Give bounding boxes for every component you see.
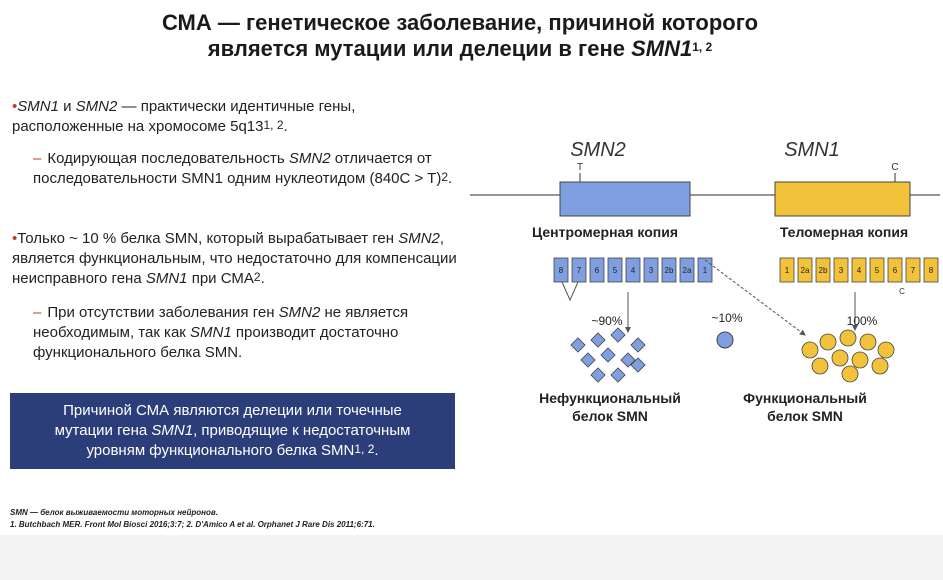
smn1-exon-label: 8 [929,266,934,275]
title-line2: является мутации или делеции в гене SMN1… [207,36,713,61]
smn1-exon-box [851,257,867,283]
smn2-exon-box [625,257,641,283]
nonfunctional-protein-diamond [590,332,606,348]
nonfunctional-protein-diamond [590,367,606,383]
smn2-exon-label: 4 [631,266,636,275]
nonfunctional-protein-diamond [580,352,596,368]
footnote-references: 1. Butchbach MER. Front Mol Biosci 2016;… [10,520,375,529]
title-sup: 1, 2 [692,40,713,54]
slide: СМА — генетическое заболевание, причиной… [10,10,940,529]
functional-protein-circle [851,351,869,369]
smn2-exon-box [661,257,677,283]
functional-protein-circle [841,365,859,383]
smn2-exon-strip: 8 7 6 5 4 3 2b 2a 1 [553,257,713,283]
functional-protein-label-1: Функциональный [743,390,867,406]
smn2-exon-label: 8 [559,266,564,275]
footnote-abbreviation: SMN — белок выживаемости моторных нейрон… [10,508,218,517]
smn2-gene-box [559,181,691,217]
functional-protein-circle [801,341,819,359]
nonfunctional-protein-diamond [600,347,616,363]
smn2-exon-label: 1 [703,266,708,275]
pct-10: ~10% [711,311,742,325]
nonfunctional-protein-diamond [610,367,626,383]
bullet-1: •SMN1 и SMN2 — практически идентичные ге… [12,98,356,135]
smn2-base-t: T [577,162,583,173]
smn2-exon-label: 2a [683,266,692,275]
smn1-gene-box [774,181,911,217]
smn1-exon-box [887,257,903,283]
smn1-exon-box [905,257,921,283]
title-line1: СМА — генетическое заболевание, причиной… [161,10,759,35]
nonfunctional-protein-diamond [610,327,626,343]
conclusion-callout: Причиной СМА являются делеции или точечн… [10,393,455,469]
smn2-exon-box [607,257,623,283]
slide-title: СМА — генетическое заболевание, причиной… [60,10,860,62]
functional-protein-circle [877,341,895,359]
centromeric-copy-label: Центромерная копия [532,224,678,240]
smn2-exon-box [571,257,587,283]
smn1-exon-label: 2a [801,266,810,275]
functional-protein-circle [871,357,889,375]
smn1-exon-box [797,257,813,283]
smn1-exon-box [869,257,885,283]
functional-protein-label-2: белок SMN [767,408,843,424]
nonfunctional-protein-label-1: Нефункциональный [539,390,681,406]
smn1-base-c: C [891,162,898,173]
smn2-exon-label: 2b [665,266,674,275]
smn1-label: SMN1 [784,139,840,161]
smn1-exon-box [815,257,831,283]
smn1-exon-label: 2b [819,266,828,275]
bullet-2: •Только ~ 10 % белка SMN, который выраба… [12,230,457,287]
nonfunctional-protein-diamond [630,357,646,373]
functional-protein-circles [801,329,895,383]
functional-protein-circle [839,329,857,347]
smn2-exon-box [697,257,713,283]
smn1-exon-box [923,257,939,283]
smn2-exon-label: 7 [577,266,582,275]
smn1-exon-label: 5 [875,266,880,275]
pct-90: ~90% [591,314,622,328]
pct-100: 100% [847,314,878,328]
bottom-strip [0,535,943,580]
smn1-exon-box [833,257,849,283]
functional-protein-circle [831,349,849,367]
smn1-exon-box [779,257,795,283]
smn2-exon-box [679,257,695,283]
functional-protein-circle [859,333,877,351]
gene-diagram: SMN2 SMN1 T C Центромерная копия Теломер… [470,139,940,424]
smn2-exon-box [643,257,659,283]
title-gene: SMN1 [631,36,693,61]
arrow-to-functional-from-smn2 [704,259,806,336]
smn2-functional-protein [716,331,734,349]
smn1-exon-label: 6 [893,266,898,275]
smn1-exon-label: 3 [839,266,844,275]
functional-protein-circle [811,357,829,375]
smn2-label: SMN2 [570,139,626,161]
smn2-exon-box [553,257,569,283]
sub-bullet-2: –При отсутствии заболевания ген SMN2 не … [33,304,409,361]
smn2-exon-box [589,257,605,283]
smn1-exon-label: 7 [911,266,916,275]
nonfunctional-protein-diamonds [570,327,646,383]
functional-protein-circle [819,333,837,351]
nonfunctional-protein-diamond [630,337,646,353]
nonfunctional-protein-label-2: белок SMN [572,408,648,424]
nonfunctional-protein-diamond [570,337,586,353]
smn1-exon-strip: 1 2a 2b 3 4 5 6 7 8 [779,257,939,283]
sub-bullet-1: –Кодирующая последовательность SMN2 отли… [33,150,453,187]
smn2-exon-label: 6 [595,266,600,275]
smn2-exon-label: 3 [649,266,654,275]
smn1-exon-label: 4 [857,266,862,275]
smn2-splice-skip [561,281,579,302]
smn1-exon-label: 1 [785,266,790,275]
smn1-exon-base-c: C [899,287,905,296]
nonfunctional-protein-diamond [620,352,636,368]
smn2-exon-label: 5 [613,266,618,275]
telomeric-copy-label: Теломерная копия [780,224,908,240]
